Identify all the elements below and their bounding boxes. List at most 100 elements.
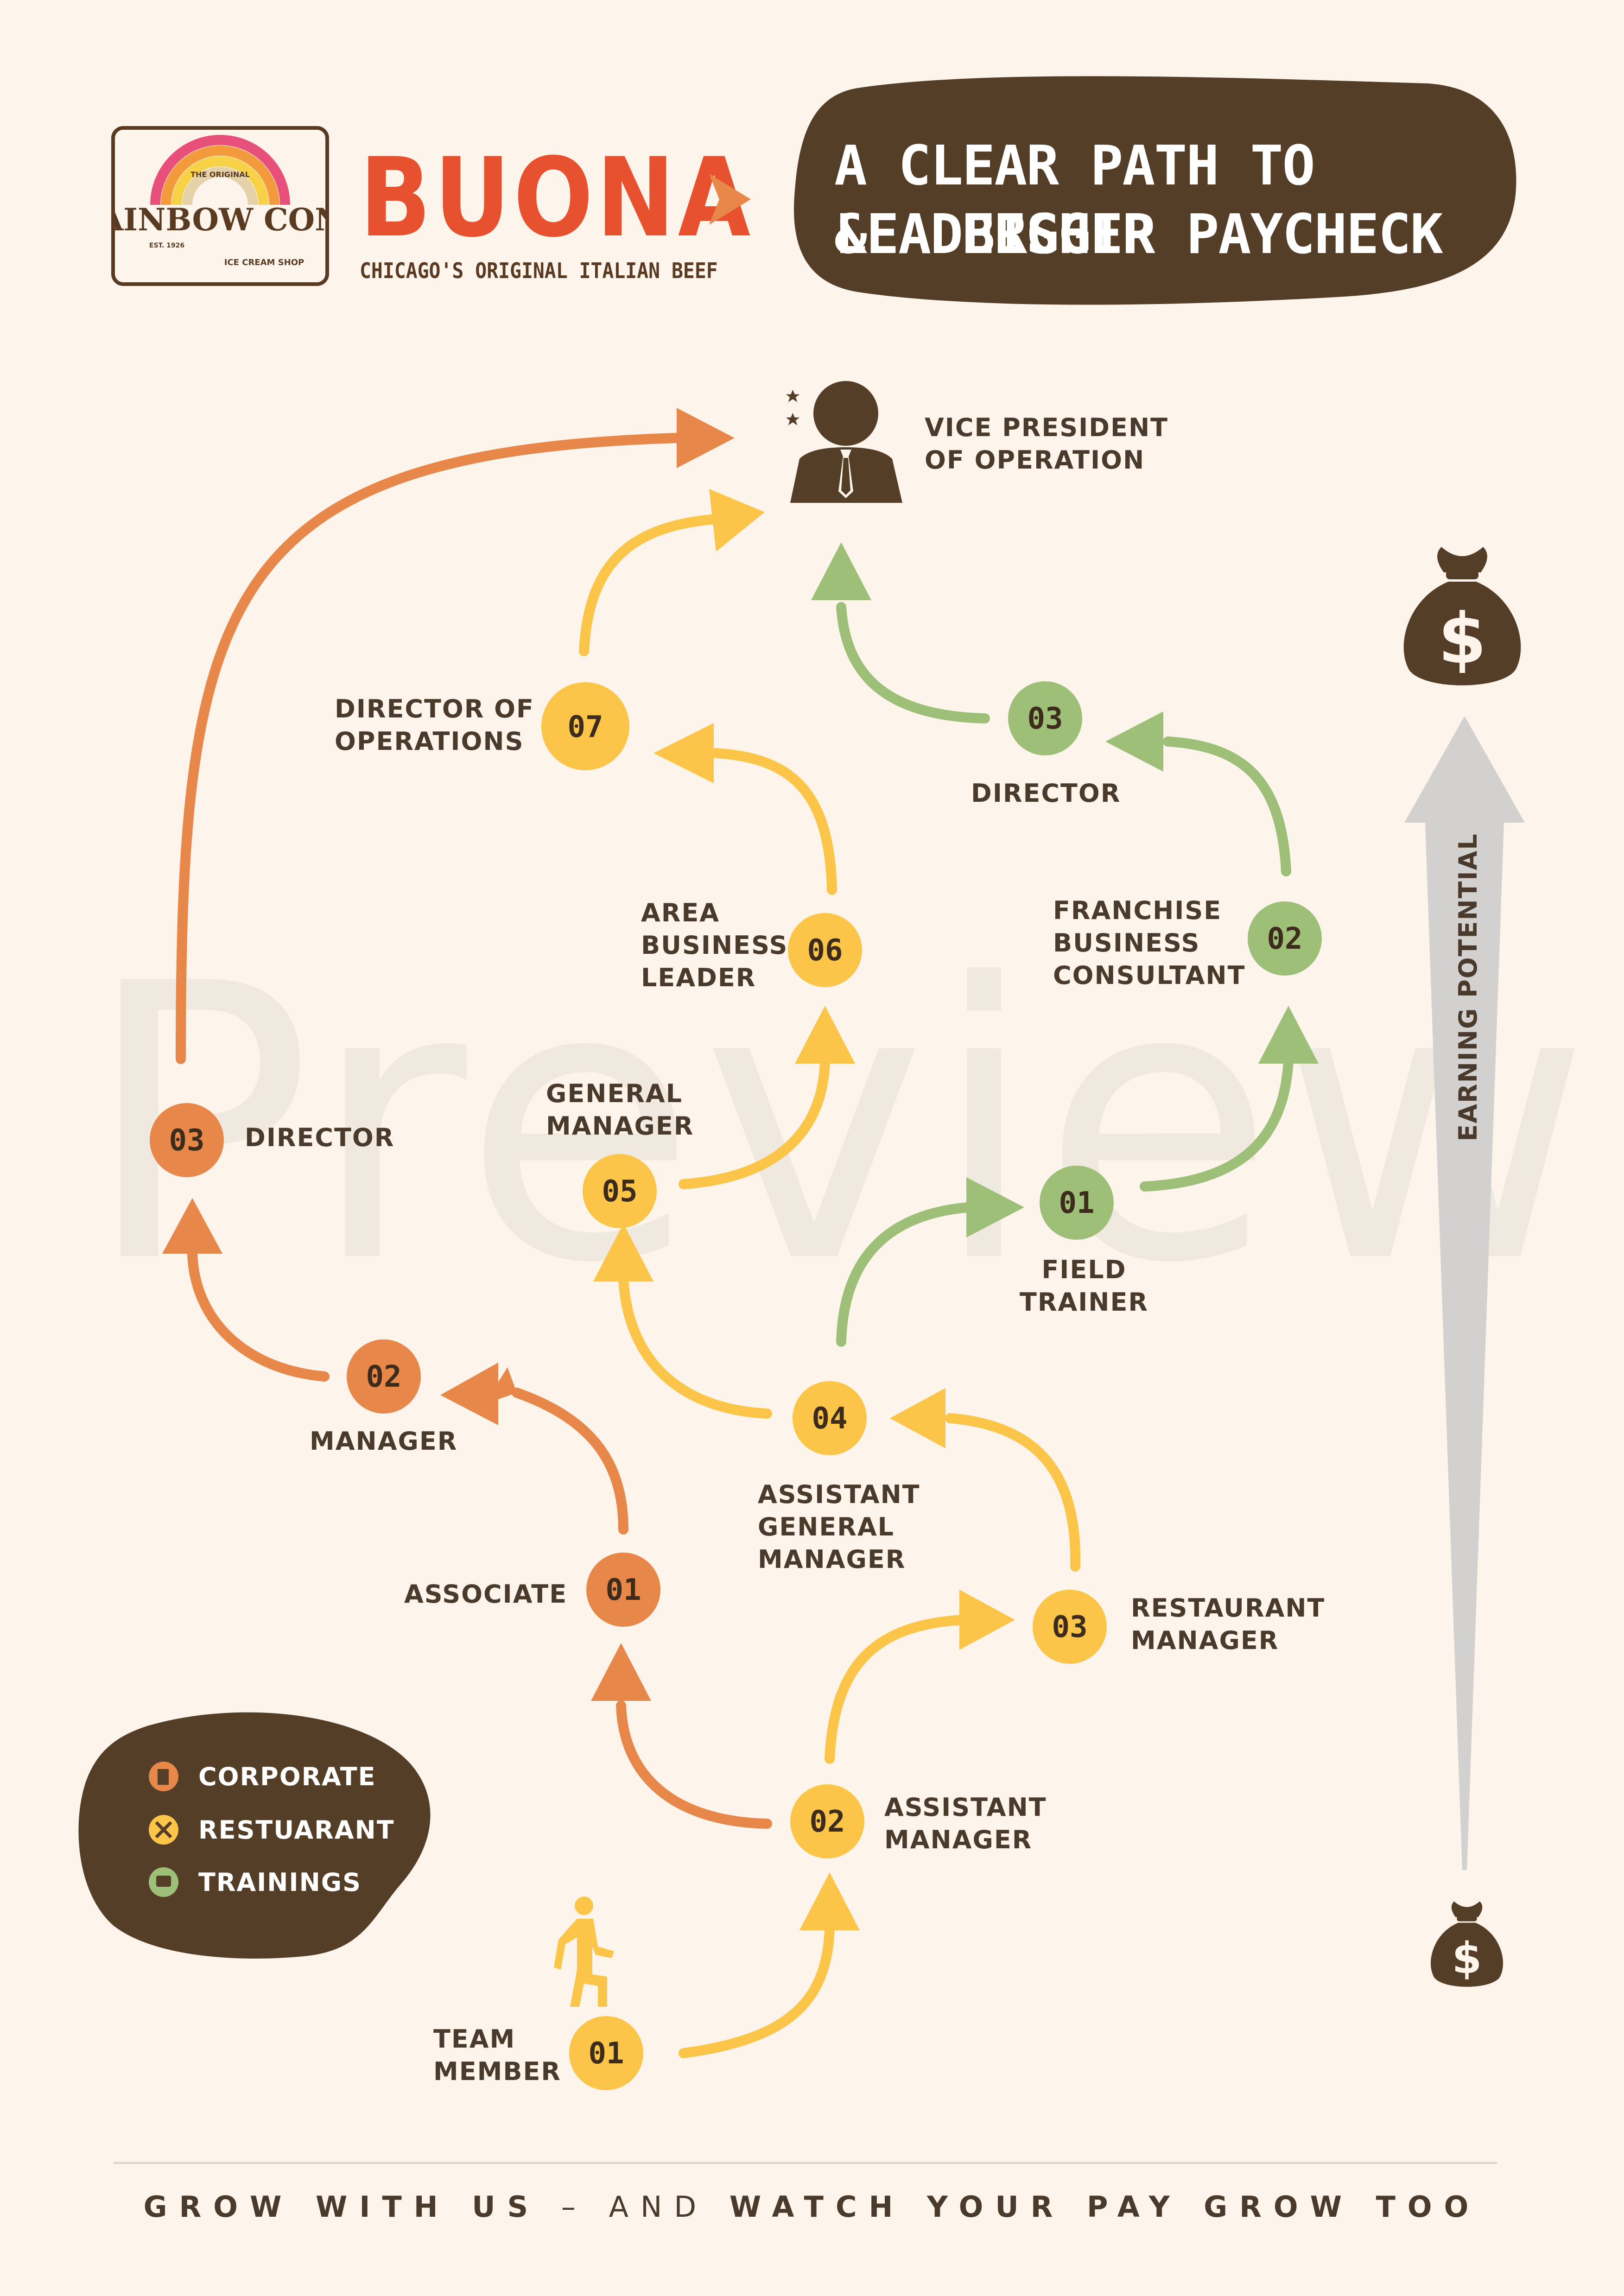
node-train-02: 02: [1248, 901, 1322, 976]
footer-part3: WATCH YOUR PAY GROW TOO: [729, 2190, 1481, 2224]
fork-knife-icon: [155, 1821, 172, 1839]
rest-05-label: GENERAL MANAGER: [546, 1079, 694, 1141]
arrowhead-rest-06: [795, 1006, 855, 1064]
logo-rainbow-top: THE ORIGINAL: [190, 170, 250, 179]
train-02-label: FRANCHISE BUSINESS CONSULTANT: [1053, 896, 1246, 990]
node-rest-03: 03: [1033, 1590, 1107, 1664]
arrowhead-train-vp: [811, 542, 871, 600]
arrow-rest-04-to-05: [618, 1274, 772, 1419]
rest-03-label: RESTAURANT MANAGER: [1131, 1593, 1326, 1655]
node-number: 06: [807, 933, 843, 968]
node-train-01: 01: [1040, 1166, 1114, 1240]
footer-part2: AND: [609, 2190, 709, 2224]
star-icon: [786, 390, 800, 402]
arrowhead-rest-03: [959, 1590, 1015, 1650]
node-corp-02: 02: [347, 1339, 421, 1414]
node-number: 04: [812, 1402, 847, 1436]
node-rest-04: 04: [793, 1381, 867, 1455]
legend-blob: [78, 1712, 431, 1959]
arrow-train-03-to-vp: [836, 602, 990, 723]
node-number: 03: [1027, 702, 1063, 736]
arrowhead-rest-04: [890, 1388, 945, 1448]
legend-restaurant-label: RESTUARANT: [198, 1815, 395, 1845]
node-number: 07: [567, 710, 603, 744]
vice-president-person-icon: [786, 381, 902, 503]
legend-trainings-label: TRAININGS: [198, 1868, 362, 1897]
arrowhead-rest-vp: [709, 489, 765, 552]
arrowhead-train-02: [1258, 1006, 1319, 1064]
node-number: 01: [605, 1573, 641, 1607]
arrow-rest-02-to-03: [825, 1615, 969, 1764]
training-icon: [156, 1876, 171, 1887]
arrow-train-01-to-02: [1140, 1056, 1294, 1192]
arrowhead-corp-02b: [440, 1363, 498, 1425]
arrowhead-train-03: [1105, 711, 1163, 772]
arrow-corp-03-to-vp: [176, 433, 682, 1064]
node-number: 02: [809, 1805, 845, 1839]
arrow-rest02-to-corp01: [616, 1700, 772, 1829]
earning-potential-label: EARNING POTENTIAL: [1453, 833, 1483, 1142]
arrow-train-02-to-03: [1163, 736, 1291, 876]
logo-rainbow-est: EST. 1926: [149, 242, 184, 249]
title-blob: [794, 76, 1516, 305]
node-rest-02: 02: [790, 1784, 864, 1858]
footer-dash: –: [561, 2190, 588, 2224]
node-number: 03: [1052, 1610, 1087, 1644]
arrowhead-corp-vp: [677, 408, 735, 468]
earning-arrow: [1404, 716, 1525, 1870]
arrow-corp-02-to-03: [187, 1249, 330, 1382]
arrow-corp-01-to-02: [512, 1388, 628, 1535]
node-train-03: 03: [1008, 681, 1082, 755]
arrow-rest-06-to-07: [711, 748, 837, 895]
rest-07-label: DIRECTOR OF OPERATIONS: [335, 694, 534, 756]
node-number: 02: [1267, 922, 1302, 956]
arrow-rest04-to-train01: [836, 1202, 974, 1347]
node-rest-07: 07: [541, 682, 629, 770]
star-icon: [786, 413, 800, 425]
footer-tagline: GROW WITH US – AND WATCH YOUR PAY GROW T…: [0, 2190, 1624, 2224]
node-number: 05: [602, 1174, 637, 1209]
rest-04-label: ASSISTANT GENERAL MANAGER: [758, 1480, 920, 1574]
arrowhead-train-01: [966, 1177, 1024, 1237]
page-title-line2: & A BIGGER PAYCHECK: [834, 202, 1443, 266]
rest-02-label: ASSISTANT MANAGER: [884, 1793, 1047, 1854]
corp-03-label: DIRECTOR: [245, 1123, 395, 1152]
arrow-rest-05-to-06: [679, 1056, 830, 1189]
header-arrow-icon: [709, 174, 751, 225]
rest-01-label: TEAM MEMBER: [433, 2024, 561, 2086]
money-bag-large-icon: $: [1403, 547, 1521, 685]
arrow-rest-03-to-04: [945, 1413, 1081, 1572]
arrowhead-corp-03: [162, 1198, 222, 1254]
arrowhead-rest-05: [593, 1224, 653, 1281]
node-rest-05: 05: [583, 1154, 657, 1228]
arrowhead-rest-07: [653, 723, 714, 783]
arrow-rest-07-to-vp: [579, 514, 721, 656]
train-03-label: DIRECTOR: [971, 779, 1121, 808]
node-corp-03: 03: [150, 1103, 224, 1177]
train-01-label: FIELD TRAINER: [1020, 1255, 1148, 1317]
arrow-rest-01-to-02: [679, 1923, 835, 2058]
arrowhead-corp-01: [591, 1643, 651, 1701]
node-number: 01: [1059, 1186, 1094, 1220]
rest-06-label: AREA BUSINESS LEADER: [641, 898, 788, 992]
building-icon: [158, 1769, 169, 1785]
logo-rainbow-sub: ICE CREAM SHOP: [224, 258, 304, 267]
node-number: 02: [366, 1360, 401, 1394]
node-rest-06: 06: [788, 913, 862, 987]
arrowhead-rest-02: [799, 1872, 860, 1930]
svg-text:$: $: [1438, 599, 1486, 679]
node-number: 03: [169, 1123, 204, 1158]
money-bag-small-icon: $: [1430, 1901, 1503, 1987]
footer-part1: GROW WITH US: [143, 2190, 540, 2224]
node-rest-01: 01: [569, 2016, 643, 2090]
svg-text:$: $: [1452, 1933, 1482, 1983]
footer-divider: [114, 2162, 1497, 2164]
node-number: 01: [588, 2036, 624, 2071]
page-title-line1: A CLEAR PATH TO LEADERSHIP: [834, 133, 1315, 266]
corp-02-label: MANAGER: [310, 1427, 458, 1456]
walking-person-icon: [554, 1896, 614, 2007]
corp-01-label: ASSOCIATE: [404, 1579, 568, 1609]
